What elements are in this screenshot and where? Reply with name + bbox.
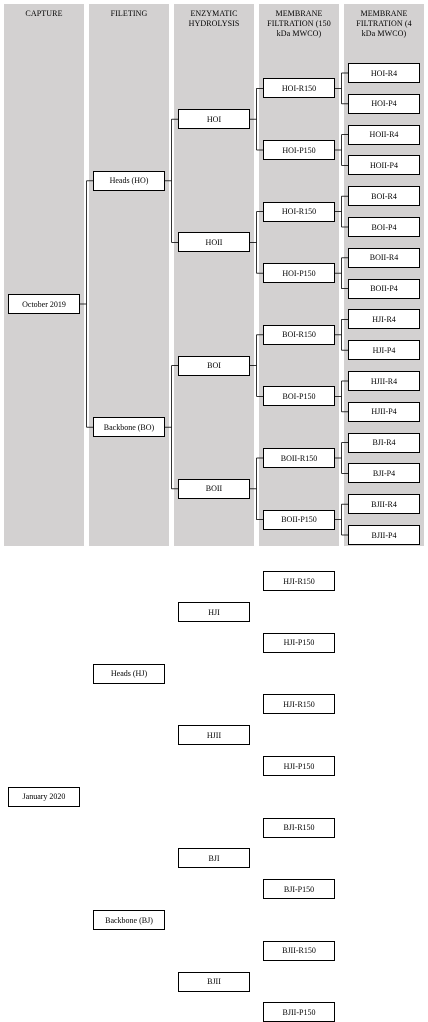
membrane-4-box: HJII-R4: [348, 371, 420, 391]
membrane-4-box: BOII-R4: [348, 247, 420, 268]
membrane-150-box: HOI-R150: [263, 78, 335, 99]
membrane-4-box: BJI-P4: [348, 463, 420, 484]
membrane-4-box: BOII-P4: [348, 278, 420, 299]
capture-box: October 2019: [8, 294, 80, 314]
membrane-150-box: HJI-R150: [263, 694, 335, 715]
membrane-150-box: BOI-P150: [263, 386, 335, 407]
hydrolysis-box: HJII: [178, 725, 250, 746]
membrane-4-box: HOII-R4: [348, 124, 420, 145]
membrane-4-box: BJII-R4: [348, 494, 420, 515]
hydrolysis-box: BOI: [178, 355, 250, 376]
membrane-4-box: HJI-R4: [348, 309, 420, 330]
column-title-fileting: FILETING: [110, 9, 148, 18]
hydrolysis-box: BJII: [178, 971, 250, 992]
membrane-4-box: HOI-P4: [348, 93, 420, 114]
column-fileting: FILETING: [89, 4, 169, 546]
membrane-4-box: HJI-P4: [348, 340, 420, 361]
fileting-box: Backbone (BO): [93, 417, 165, 438]
membrane-150-box: HOI-P150: [263, 263, 335, 284]
membrane-150-box: HOI-P150: [263, 140, 335, 160]
hydrolysis-box: HOII: [178, 232, 250, 253]
membrane-4-box: BOI-R4: [348, 186, 420, 207]
hydrolysis-box: HJI: [178, 602, 250, 622]
membrane-150-box: BJI-P150: [263, 879, 335, 900]
membrane-150-box: BOII-R150: [263, 448, 335, 468]
membrane-150-box: BOI-R150: [263, 324, 335, 345]
capture-box: January 2020: [8, 786, 80, 807]
membrane-150-box: HJI-P150: [263, 632, 335, 653]
fileting-box: Heads (HO): [93, 170, 165, 191]
column-title-membrane-4: MEMBRANE FILTRATION (4 kDa MWCO): [356, 9, 412, 38]
hydrolysis-box: BOII: [178, 478, 250, 499]
column-title-hydrolysis: ENZYMATIC HYDROLYSIS: [188, 9, 240, 28]
membrane-4-box: HOII-P4: [348, 155, 420, 176]
membrane-150-box: BJII-R150: [263, 940, 335, 961]
membrane-4-box: BJI-R4: [348, 432, 420, 453]
hydrolysis-box: BJI: [178, 848, 250, 869]
membrane-150-box: HOI-R150: [263, 201, 335, 222]
membrane-4-box: HOI-R4: [348, 63, 420, 83]
membrane-150-box: BJII-P150: [263, 1002, 335, 1022]
hydrolysis-box: HOI: [178, 109, 250, 130]
membrane-150-box: BOII-P150: [263, 509, 335, 530]
fileting-box: Backbone (BJ): [93, 910, 165, 930]
column-hydrolysis: ENZYMATIC HYDROLYSIS: [174, 4, 254, 546]
membrane-150-box: BJI-R150: [263, 817, 335, 838]
column-title-membrane-150: MEMBRANE FILTRATION (150 kDa MWCO): [267, 9, 331, 38]
membrane-150-box: HJI-P150: [263, 756, 335, 776]
membrane-4-box: BOI-P4: [348, 217, 420, 237]
fileting-box: Heads (HJ): [93, 663, 165, 684]
column-title-capture: CAPTURE: [25, 9, 63, 18]
membrane-150-box: HJI-R150: [263, 571, 335, 592]
column-capture: CAPTURE: [4, 4, 84, 546]
membrane-4-box: BJII-P4: [348, 525, 420, 545]
membrane-4-box: HJII-P4: [348, 401, 420, 422]
